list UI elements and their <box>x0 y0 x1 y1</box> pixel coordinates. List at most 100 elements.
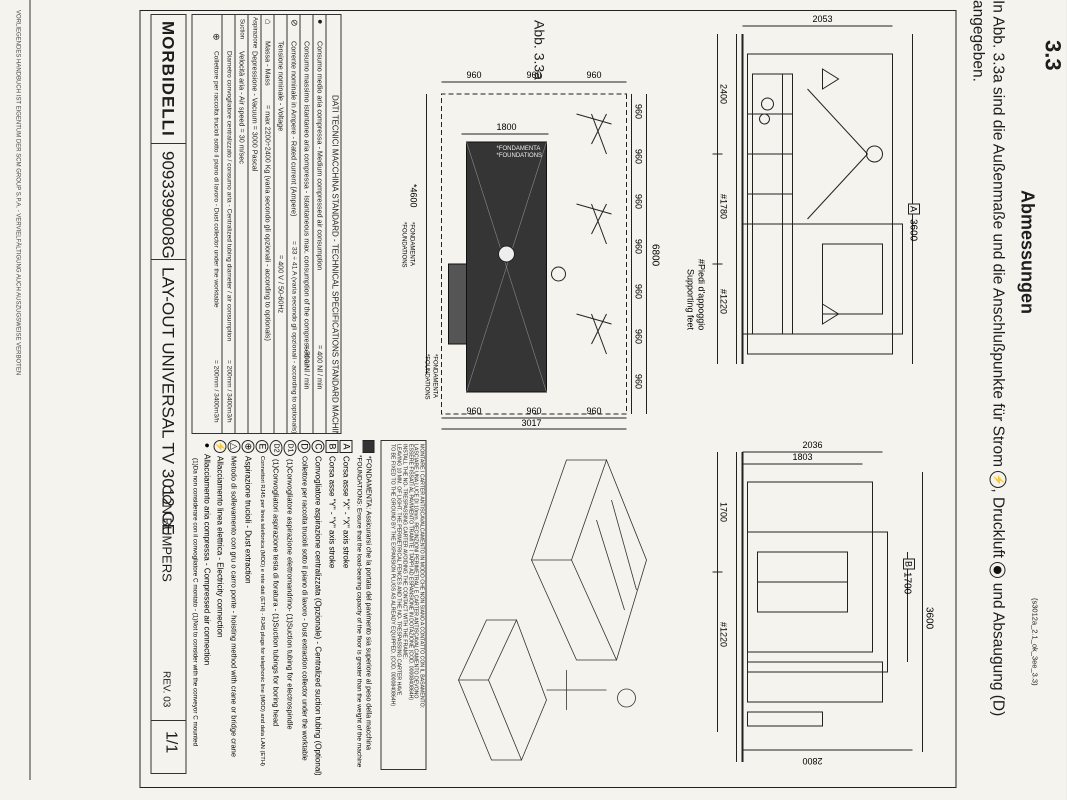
legend-footnote: (1)Da non considerare con il convogliato… <box>191 458 199 747</box>
legend-code-b: B <box>325 440 339 453</box>
intro-paragraph: In Abb. 3.3a sind die Außenmaße und die … <box>989 0 1007 780</box>
side-dim-b: 1700 <box>902 572 913 595</box>
side-elevation-view: 3600 B 1700 2036 1803 2800 1700 #1220 <box>712 440 935 766</box>
table-row: ⊘ Corrente nominale in Ampere - Rated cu… <box>286 15 301 433</box>
legend-code-e: E <box>255 440 269 453</box>
front-dim-bottom-2: #1780 <box>719 194 729 219</box>
side-dim-h2: 1803 <box>793 452 813 462</box>
warning-line-6: TO BE FIXED TO THE GROUND BY THE EXPANSI… <box>389 444 396 707</box>
table-row: Tensione nominale - Voltage = 400 V / 50… <box>273 15 288 433</box>
isometric-views <box>457 458 647 762</box>
side-dim-h3: 2800 <box>802 756 822 766</box>
plan-fond-side-en: *FOUNDATIONS <box>497 153 543 159</box>
intro-text-suction: und Absaugung (D) <box>989 582 1007 717</box>
plan-dim-left-3: 960 <box>467 70 482 80</box>
front-dim-bottom-3: #1220 <box>719 289 729 314</box>
legend-code-d: D <box>297 440 311 453</box>
section-title: Abmessungen <box>1017 190 1038 315</box>
legend-row: △Metodo di sollevamento con gru o carro … <box>227 440 241 775</box>
tech-spec-title: DATI TECNICI MACCHINA STANDARD - TECHNIC… <box>330 95 340 434</box>
intro-text-2: angegeben. <box>969 0 987 82</box>
table-row: Consumo massimo istantaneo aria compress… <box>299 15 314 433</box>
lightning-icon: ⚡ <box>989 471 1007 489</box>
plan-dim-right-3: 960 <box>467 406 482 416</box>
plan-dim-left-1: 960 <box>587 70 602 80</box>
table-row: ⌂ Massa - Mass = max 2200÷2400 Kg (varia… <box>260 15 275 433</box>
plan-dim-depth: 1800 <box>497 122 517 132</box>
warning-line-1: MONTARE I CARTER ANTISCAVALCAMENTO IN MO… <box>418 444 425 709</box>
plan-fond-right-en: *FOUNDATIONS <box>424 354 430 400</box>
plan-dim-left-2: 960 <box>527 70 542 80</box>
compressed-air-icon: ● <box>202 442 213 449</box>
legend-row: ⊕Aspirazione trucioli - Dust extraction <box>241 440 255 775</box>
footer-rule <box>29 0 31 780</box>
plan-fond-label-en: *FOUNDATIONS <box>401 222 407 268</box>
legend-code-a: A <box>339 440 353 453</box>
legend-row: BCorsa asse "Y" - "Y" axis stroke <box>325 440 339 775</box>
legend-row: D2(1)Convogliatori aspirazione testa di … <box>269 440 283 775</box>
drawing-code: 9093399008G <box>158 151 178 259</box>
side-dim-bottom-1: 1700 <box>719 502 729 522</box>
front-dim-tag: A <box>909 206 919 212</box>
table-row: ● Consumo medio aria compressa - Medium … <box>312 15 327 433</box>
legend-row: *FONDAMENTA: Assicurarsi che la portata … <box>362 440 375 775</box>
plan-dim-seg-2: 960 <box>634 149 644 164</box>
legend-row: EConnettori RJ45 per linea telefonica (M… <box>255 440 269 775</box>
plan-dim-seg-4: 960 <box>634 239 644 254</box>
side-dim-top: 3600 <box>924 607 935 630</box>
tech-spec-table: DATI TECNICI MACCHINA STANDARD - TECHNIC… <box>191 14 342 434</box>
plan-dim-seg-6: 960 <box>634 329 644 344</box>
legend-row: ●Allacciamento aria compressa - Compress… <box>199 440 213 775</box>
sheet-number: 1/1 <box>162 731 180 754</box>
legend: *FONDAMENTA: Assicurarsi che la portata … <box>187 440 375 775</box>
plan-dim-right-1: 960 <box>587 406 602 416</box>
revision: REV. 03 <box>160 671 172 708</box>
warning-note: MONTARE I CARTER ANTISCAVALCAMENTO IN MO… <box>380 440 427 770</box>
plan-dim-seg-7: 960 <box>634 374 644 389</box>
plan-fond-right-it: *FONDAMENTA <box>432 354 438 398</box>
legend-row: ACorsa asse "X" - "X" axis stroke <box>339 440 353 775</box>
feet-label-en: Supporting feet <box>686 269 696 331</box>
plan-fond-label-it: *FONDAMENTA <box>409 222 415 266</box>
electricity-icon: ⚡ <box>213 440 227 453</box>
side-dim-b-tag: B <box>904 561 914 567</box>
divider <box>151 143 186 144</box>
foundation-icon <box>362 440 375 453</box>
plan-dim-seg-1: 960 <box>634 104 644 119</box>
figure-label: Abb. 3.3a <box>531 20 548 80</box>
plan-dim-seg-5: 960 <box>634 284 644 299</box>
footer-copyright: VORLIEGENDES HANDBUCH IST EIGENTUM DER S… <box>14 10 21 376</box>
section-number: 3.3 <box>1040 40 1066 71</box>
legend-row: CConvogliatore aspirazione centralizzata… <box>311 440 325 775</box>
divider <box>151 259 186 260</box>
table-row: Aspirazione Depressione - Vacuum = 3000 … <box>247 15 262 433</box>
legend-row: *FOUNDATIONS: Ensure that the load-beari… <box>355 455 363 768</box>
side-dim-h1: 2036 <box>803 440 823 450</box>
front-elevation-view: A 3600 2053 2400 #1780 #1220 #Piedi d'ap… <box>686 14 920 364</box>
crane-hoisting-icon: △ <box>227 440 241 453</box>
table-row: Diametro convogliatore centralizzato / c… <box>221 15 236 433</box>
plan-fond-side-it: *FONDAMENTA <box>497 146 541 152</box>
dust-extraction-icon: ⊕ <box>241 440 255 453</box>
legend-code-d1: D1 <box>283 440 297 456</box>
side-dim-bottom-2: #1220 <box>719 622 729 647</box>
table-row: ⊕ Collettore per raccolta trucioli sotto… <box>208 15 223 433</box>
intro-text: In Abb. 3.3a sind die Außenmaße und die … <box>989 0 1007 468</box>
page-reference: (s3012a_2.1_ok_3ee_3.3) <box>1030 598 1040 686</box>
plan-view: 6800 960 960 960 960 960 960 960 960 960… <box>401 70 661 430</box>
legend-code-d2: D2 <box>269 440 283 456</box>
plan-dim-right-2: 960 <box>527 406 542 416</box>
plan-dim-total: 6800 <box>650 244 661 267</box>
legend-row: ⚡Allacciamento linea elettrica - Electri… <box>213 440 227 638</box>
legend-row: D1(1)Convogliatore aspirazione elettroma… <box>283 440 297 775</box>
front-dim-top: 3600 <box>908 219 919 242</box>
warning-line-5: LEAVING 10 MM. OF LIGHT. THE PERIMETRICA… <box>395 444 402 696</box>
intro-text-compressed-air: , Druckluft <box>989 488 1007 559</box>
feet-label-it: #Piedi d'appoggio <box>697 259 707 330</box>
front-dim-bottom-1: 2400 <box>719 84 729 104</box>
legend-code-c: C <box>311 440 325 453</box>
plan-dim-seg-3: 960 <box>634 194 644 209</box>
title-block: MORBIDELLI 9093399008G LAY-OUT UNIVERSAL… <box>150 14 187 774</box>
compressed-air-icon <box>989 562 1006 579</box>
